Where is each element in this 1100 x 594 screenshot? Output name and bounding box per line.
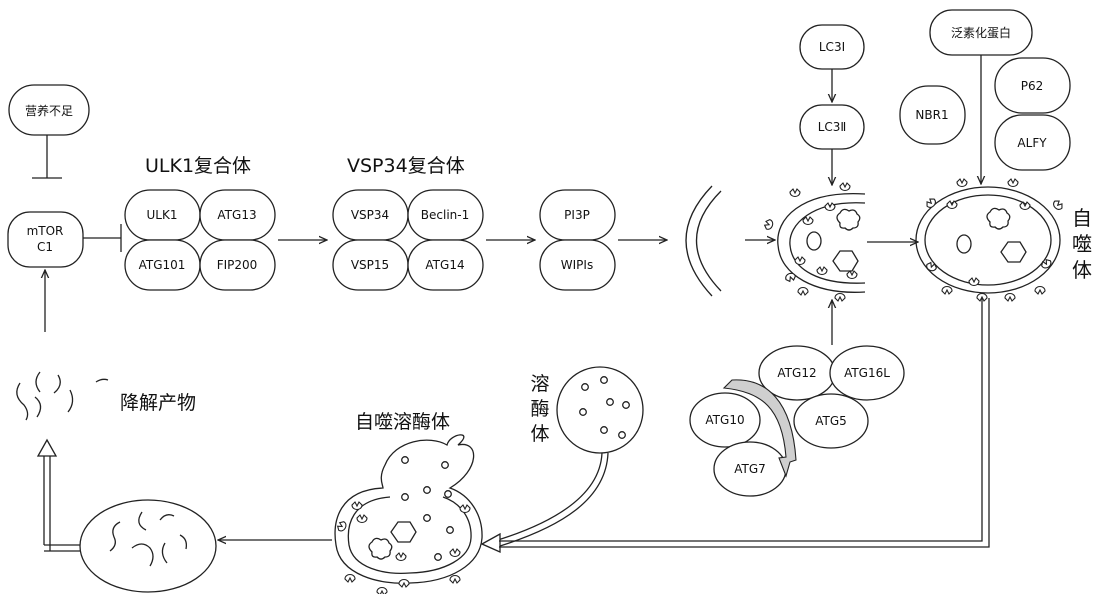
degradation-products: [17, 372, 108, 420]
fip200-label: FIP200: [217, 258, 258, 272]
lysosome-label-char3: 体: [530, 423, 549, 445]
ubiquitinated-protein-label: 泛素化蛋白: [951, 25, 1011, 40]
atg101-label: ATG101: [139, 258, 186, 272]
lysosome-body: [557, 367, 643, 453]
pi3p-group: PI3P WIPIs: [540, 190, 615, 290]
hollow-arrowhead: [38, 440, 56, 456]
autophagosome: [916, 179, 1064, 301]
lc3-1-label: LC3Ⅰ: [819, 40, 845, 54]
p62-label: P62: [1021, 79, 1044, 93]
nutrient-shortage-label: 营养不足: [25, 103, 73, 118]
degradation-vesicle: [80, 500, 216, 592]
autophagosome-label-char3: 体: [1072, 258, 1092, 282]
atg13-label: ATG13: [217, 208, 256, 222]
elongating-autophagosome: [764, 183, 865, 301]
ulk1-complex-title: ULK1复合体: [145, 155, 251, 177]
lysosome: [557, 367, 643, 453]
atg7-label: ATG7: [734, 462, 766, 476]
fusion-arrowhead: [482, 534, 500, 552]
vsp34-label: VSP34: [351, 208, 389, 222]
wipis-label: WIPIs: [561, 258, 593, 272]
protein-aggregate-cargo: [987, 208, 1010, 229]
atg16l-label: ATG16L: [844, 366, 890, 380]
atg-conjugation-system: ATG12 ATG16L ATG5 ATG10 ATG7: [690, 346, 904, 496]
mtorc1-label-line1: mTOR: [27, 224, 64, 238]
beclin1-label: Beclin-1: [421, 208, 469, 222]
autophagosome-label-char1: 自: [1072, 206, 1092, 230]
ulk1-label: ULK1: [147, 208, 178, 222]
arrow-lysosome-fusion: [498, 453, 602, 540]
lc3-2-label: LC3Ⅱ: [818, 120, 847, 134]
lysosome-label-char2: 酶: [530, 398, 549, 420]
organelle-cargo: [1001, 242, 1026, 262]
atg14-label: ATG14: [425, 258, 464, 272]
degradation-products-label: 降解产物: [120, 392, 196, 414]
atg10-label: ATG10: [705, 413, 744, 427]
lysosome-label-char1: 溶: [530, 373, 549, 395]
vsp34-complex: VSP34 Beclin-1 VSP15 ATG14: [333, 190, 483, 290]
vesicle-cargo: [957, 235, 971, 253]
vsp15-label: VSP15: [351, 258, 389, 272]
protein-aggregate-cargo: [837, 209, 860, 230]
organelle-cargo: [833, 251, 858, 271]
nbr1-label: NBR1: [915, 108, 948, 122]
vesicle-cargo: [807, 232, 821, 250]
alfy-label: ALFY: [1017, 136, 1047, 150]
autolysosome: [335, 435, 482, 594]
atg12-label: ATG12: [777, 366, 816, 380]
ulk1-complex: ULK1 ATG13 ATG101 FIP200: [125, 190, 275, 290]
pi3p-label: PI3P: [564, 208, 590, 222]
vsp34-complex-title: VSP34复合体: [347, 155, 465, 177]
mtorc1-label-line2: C1: [37, 240, 53, 254]
phagophore: [686, 186, 721, 296]
autolysosome-title: 自噬溶酶体: [355, 411, 450, 433]
autophagosome-label-char2: 噬: [1072, 232, 1092, 256]
atg5-label: ATG5: [815, 414, 847, 428]
